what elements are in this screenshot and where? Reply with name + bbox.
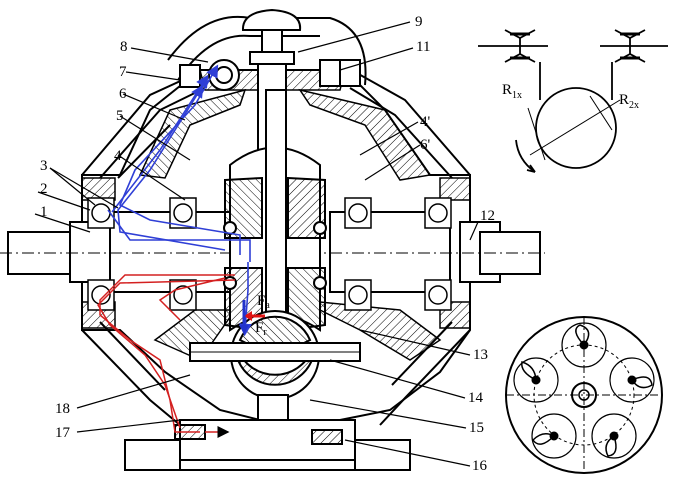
force-fa-label: Fa (257, 293, 270, 311)
label-9: 9 (415, 14, 423, 30)
top-left-bolt (179, 59, 361, 91)
leader-lines (34, 21, 479, 467)
force-arrows (239, 300, 265, 334)
force-fr-label: Fr (255, 320, 267, 338)
label-7: 7 (119, 64, 127, 80)
label-15: 15 (469, 420, 484, 436)
inset-r2x-label: R2x (619, 92, 639, 111)
label-13: 13 (473, 347, 488, 363)
label-4: 4 (114, 148, 122, 164)
label-8: 8 (120, 39, 128, 55)
base-feet (124, 419, 411, 471)
label-2: 2 (40, 181, 48, 197)
inset-wheel-diagram (505, 316, 663, 474)
label-1: 1 (40, 204, 48, 220)
inset-radii-diagram (478, 29, 668, 173)
lubricant-flow-blue (107, 64, 252, 337)
part-labels: 1 2 3 4 5 6 7 8 9 11 4' 6' 12 13 14 15 1… (40, 14, 495, 474)
label-5: 5 (116, 108, 124, 124)
label-12: 12 (480, 208, 495, 224)
label-14: 14 (468, 390, 484, 406)
label-16: 16 (472, 458, 488, 474)
label-3: 3 (40, 158, 48, 174)
inset-r1x-label: R1x (502, 82, 522, 101)
label-4-prime: 4' (420, 114, 431, 130)
label-17: 17 (55, 425, 71, 441)
label-6-prime: 6' (420, 137, 431, 153)
label-18: 18 (55, 401, 70, 417)
label-11: 11 (416, 39, 430, 55)
label-6: 6 (119, 86, 127, 102)
